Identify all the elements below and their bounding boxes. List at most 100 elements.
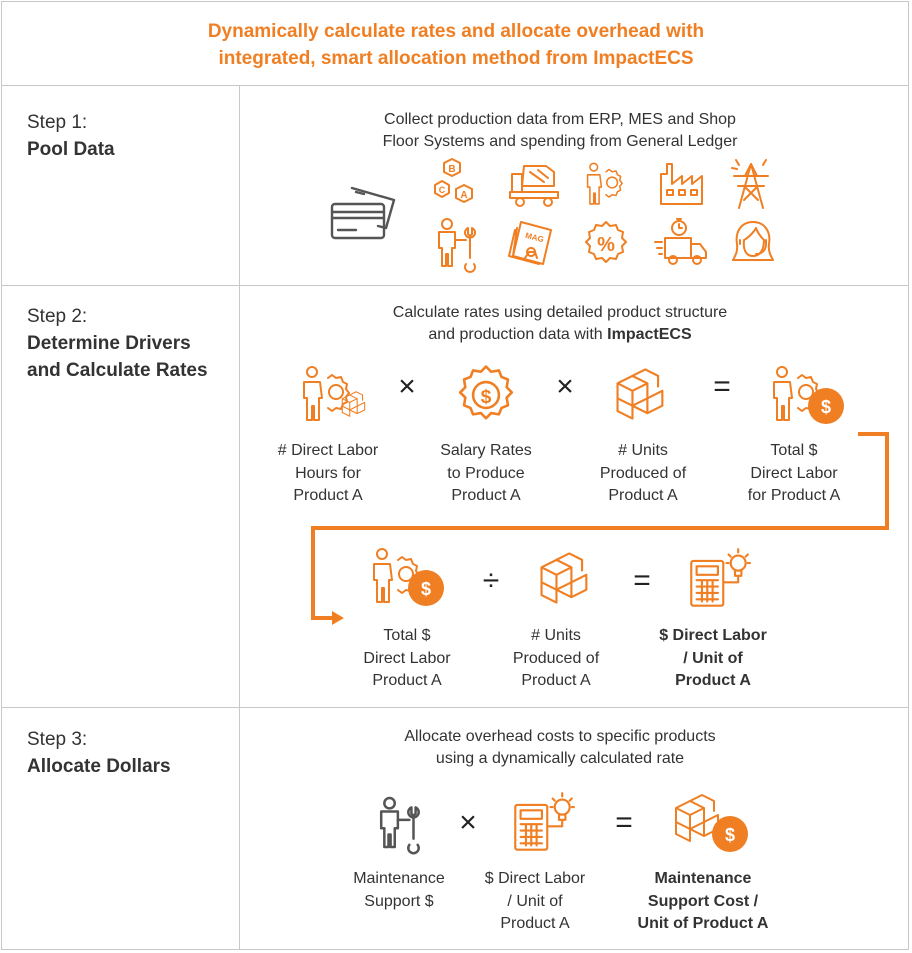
- caption-line: Total $: [770, 442, 818, 459]
- power-tower-icon: [731, 159, 769, 209]
- desc-line: Allocate overhead costs to specific prod…: [404, 728, 716, 745]
- calculator-lightbulb-icon: [686, 546, 752, 610]
- title-line-2: integrated, smart allocation method from…: [218, 48, 694, 69]
- caption-maintenance-support-cost: Maintenance Support Cost / Unit of Produ…: [618, 868, 788, 936]
- step-3-description: Allocate overhead costs to specific prod…: [330, 726, 790, 770]
- caption-line: Produced of: [512, 649, 600, 667]
- caption-line: Support $: [364, 892, 434, 910]
- boxes-dollar-icon: $: [675, 794, 748, 852]
- step-2-description: Calculate rates using detailed product s…: [330, 302, 790, 346]
- caption-line: # Direct Labor: [277, 442, 379, 459]
- salary-gear-icon: $: [458, 365, 514, 420]
- caption-units-produced: # Units Produced of Product A: [481, 625, 631, 693]
- divider: [1, 85, 909, 86]
- step-1-description: Collect production data from ERP, MES an…: [330, 109, 790, 153]
- caption-line: Product A: [608, 487, 678, 504]
- factory-icon: [660, 163, 703, 205]
- title-line-1: Dynamically calculate rates and allocate…: [207, 21, 705, 42]
- step-name: Determine Drivers: [27, 333, 191, 354]
- worker-wrench-icon: [438, 218, 476, 273]
- diagram-title: Dynamically calculate rates and allocate…: [0, 18, 912, 72]
- desc-line: Floor Systems and spending from General …: [382, 133, 738, 150]
- caption-total-direct-labor: Total $ Direct Labor for Product A: [719, 440, 869, 508]
- step-label: Step 2:: [27, 306, 88, 327]
- caption-line: # Units: [531, 627, 581, 644]
- maintenance-worker-icon: [379, 796, 420, 855]
- divider: [1, 285, 909, 286]
- caption-units-produced: # Units Produced of Product A: [568, 440, 718, 508]
- step-name: Pool Data: [27, 139, 115, 160]
- multiply-operator: ×: [459, 806, 477, 839]
- caption-line: Support Cost /: [647, 892, 759, 910]
- caption-line: Product A: [372, 672, 442, 689]
- caption-line: Total $: [383, 627, 431, 644]
- step-name: Allocate Dollars: [27, 756, 171, 777]
- caption-line: Salary Rates: [440, 442, 532, 459]
- divider: [1, 707, 909, 708]
- caption-line: Direct Labor: [363, 649, 451, 667]
- magazine-icon: MAG: [508, 221, 552, 265]
- step-1-heading: Step 1: Pool Data: [27, 109, 115, 163]
- step-2-heading: Step 2: Determine Drivers and Calculate …: [27, 303, 208, 384]
- step-name: and Calculate Rates: [27, 360, 208, 381]
- multiply-operator: ×: [398, 370, 416, 403]
- caption-direct-labor-per-unit: $ Direct Labor / Unit of Product A: [460, 868, 610, 936]
- delivery-truck-icon: [654, 218, 707, 265]
- dollar-badge-symbol: $: [725, 825, 735, 845]
- caption-line: Maintenance: [654, 870, 752, 887]
- caption-line: Unit of Product A: [637, 915, 769, 932]
- caption-line: Maintenance: [353, 870, 445, 887]
- caption-line: Product A: [521, 672, 591, 689]
- equals-operator: =: [615, 806, 633, 839]
- caption-line: Product A: [500, 915, 570, 932]
- worker-dollar-icon: $: [773, 366, 844, 424]
- column-divider: [239, 85, 240, 950]
- product-name: ImpactECS: [607, 326, 692, 343]
- multiply-operator: ×: [556, 370, 574, 403]
- magazine-label: MAG: [524, 231, 544, 244]
- desc-line: using a dynamically calculated rate: [435, 750, 685, 767]
- caption-line: to Produce: [447, 464, 525, 482]
- calculator-lightbulb-icon: [510, 790, 576, 854]
- hex-letter-c: C: [439, 185, 446, 195]
- caption-direct-labor-hours: # Direct Labor Hours for Product A: [253, 440, 403, 508]
- equals-operator: =: [713, 370, 731, 403]
- step-3-heading: Step 3: Allocate Dollars: [27, 726, 171, 780]
- caption-line: Hours for: [295, 464, 361, 482]
- caption-line: Product A: [675, 672, 751, 689]
- cement-mixer-icon: [509, 165, 559, 207]
- caption-line: Produced of: [599, 464, 687, 482]
- step-label: Step 1:: [27, 112, 88, 133]
- desc-text: and production data with: [428, 326, 608, 343]
- percent-symbol: %: [597, 234, 615, 256]
- equals-operator: =: [633, 564, 651, 597]
- caption-direct-labor-per-unit: $ Direct Labor / Unit of Product A: [638, 625, 788, 693]
- desc-line: Calculate rates using detailed product s…: [392, 304, 728, 321]
- desc-line: and production data with ImpactECS: [330, 324, 790, 346]
- caption-line: Direct Labor: [750, 464, 838, 482]
- desc-line: Collect production data from ERP, MES an…: [384, 111, 736, 128]
- divide-operator: ÷: [482, 564, 500, 597]
- caption-line: Product A: [293, 487, 363, 504]
- percent-gear-icon: %: [585, 221, 627, 263]
- caption-line: $ Direct Labor: [484, 870, 586, 887]
- credit-cards-icon: [330, 186, 396, 240]
- caption-line: $ Direct Labor: [659, 627, 767, 644]
- stacked-boxes-icon: [532, 546, 598, 610]
- caption-line: for Product A: [747, 487, 841, 504]
- abc-hexagons-icon: B C A: [434, 158, 473, 203]
- woman-headset-icon: [732, 221, 774, 261]
- dollar-badge-symbol: $: [821, 397, 831, 417]
- caption-line: Product A: [451, 487, 521, 504]
- caption-salary-rates: Salary Rates to Produce Product A: [411, 440, 561, 508]
- dollar-symbol: $: [481, 386, 492, 408]
- caption-maintenance-support: Maintenance Support $: [324, 868, 474, 913]
- hex-letter-b: B: [448, 164, 455, 175]
- caption-line: # Units: [618, 442, 668, 459]
- caption-total-direct-labor: Total $ Direct Labor Product A: [332, 625, 482, 693]
- hex-letter-a: A: [460, 190, 467, 201]
- dollar-badge-symbol: $: [421, 579, 431, 599]
- caption-line: / Unit of: [507, 892, 563, 910]
